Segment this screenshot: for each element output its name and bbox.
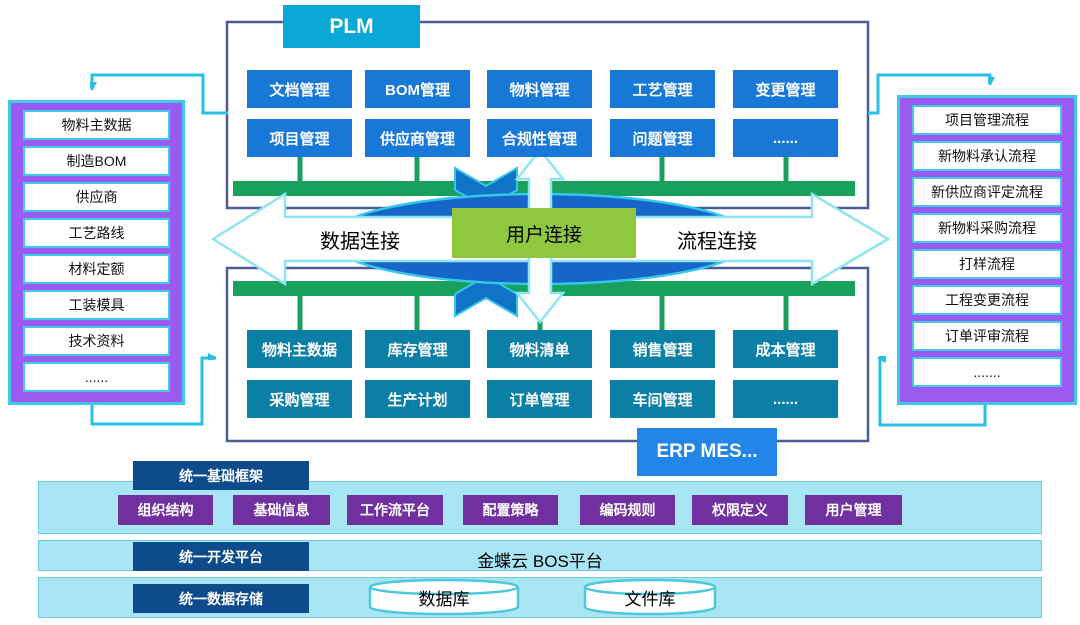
framework-item: 配置策略 [463,495,558,525]
bottom-green-bus [233,281,855,296]
erp-module: 采购管理 [247,380,352,418]
erp-module: 订单管理 [487,380,592,418]
database-label: 数据库 [418,590,470,609]
right-panel-item: 工程变更流程 [912,285,1062,315]
plm-module: ...... [733,119,838,157]
plm-module: 项目管理 [247,119,352,157]
plm-bus-stubs [297,157,789,182]
erp-module: 销售管理 [610,330,715,368]
left-panel-item: 供应商 [23,182,170,212]
left-panel-item: 技术资料 [23,326,170,356]
plm-module: 变更管理 [733,70,838,108]
plm-section-outline [225,20,870,210]
plm-module: BOM管理 [365,70,470,108]
erp-module: 车间管理 [610,380,715,418]
data-connection-label: 数据连接 [320,230,400,253]
framework-item: 基础信息 [233,495,330,525]
unified-framework-label: 统一基础框架 [133,461,309,490]
framework-item: 用户管理 [805,495,902,525]
left-panel-item: 物料主数据 [23,110,170,140]
right-panel-item: 新供应商评定流程 [912,177,1062,207]
left-panel-item: ...... [23,362,170,392]
left-panel-item: 工艺路线 [23,218,170,248]
top-green-bus [233,181,855,196]
erp-module: 库存管理 [365,330,470,368]
erp-module: 物料清单 [487,330,592,368]
plm-module: 文档管理 [247,70,352,108]
plm-module: 供应商管理 [365,119,470,157]
erp-module: 物料主数据 [247,330,352,368]
process-connection-label: 流程连接 [677,230,757,253]
unified-data-storage-label: 统一数据存储 [133,584,309,613]
right-panel-item: 新物料采购流程 [912,213,1062,243]
right-panel-item: 新物料承认流程 [912,141,1062,171]
erp-bus-stubs [297,295,789,331]
top-chevron-ribbon [454,166,518,210]
framework-item: 权限定义 [692,495,788,525]
erp-title: ERP MES... [637,428,777,476]
right-process-panel: 项目管理流程 新物料承认流程 新供应商评定流程 新物料采购流程 打样流程 工程变… [897,95,1077,405]
bottom-chevron-ribbon [454,274,518,318]
right-panel-item: 打样流程 [912,249,1062,279]
erp-module: ...... [733,380,838,418]
plm-module: 工艺管理 [610,70,715,108]
bos-platform-label: 金蝶云 BOS平台 [477,552,603,571]
left-panel-item: 制造BOM [23,146,170,176]
left-panel-item: 材料定额 [23,254,170,284]
plm-module: 物料管理 [487,70,592,108]
erp-module: 成本管理 [733,330,838,368]
right-panel-item: 订单评审流程 [912,321,1062,351]
framework-item: 编码规则 [580,495,675,525]
erp-module: 生产计划 [365,380,470,418]
framework-item: 工作流平台 [347,495,443,525]
right-panel-item: ....... [912,357,1062,387]
plm-module: 合规性管理 [487,119,592,157]
plm-module: 问题管理 [610,119,715,157]
unified-dev-platform-label: 统一开发平台 [133,542,309,571]
framework-item: 组织结构 [118,495,213,525]
user-connection-box: 用户连接 [452,208,636,258]
right-panel-item: 项目管理流程 [912,105,1062,135]
plm-title: PLM [283,5,420,48]
left-data-panel: 物料主数据 制造BOM 供应商 工艺路线 材料定额 工装模具 技术资料 ....… [8,100,185,405]
left-panel-item: 工装模具 [23,290,170,320]
file-store-label: 文件库 [624,590,676,609]
